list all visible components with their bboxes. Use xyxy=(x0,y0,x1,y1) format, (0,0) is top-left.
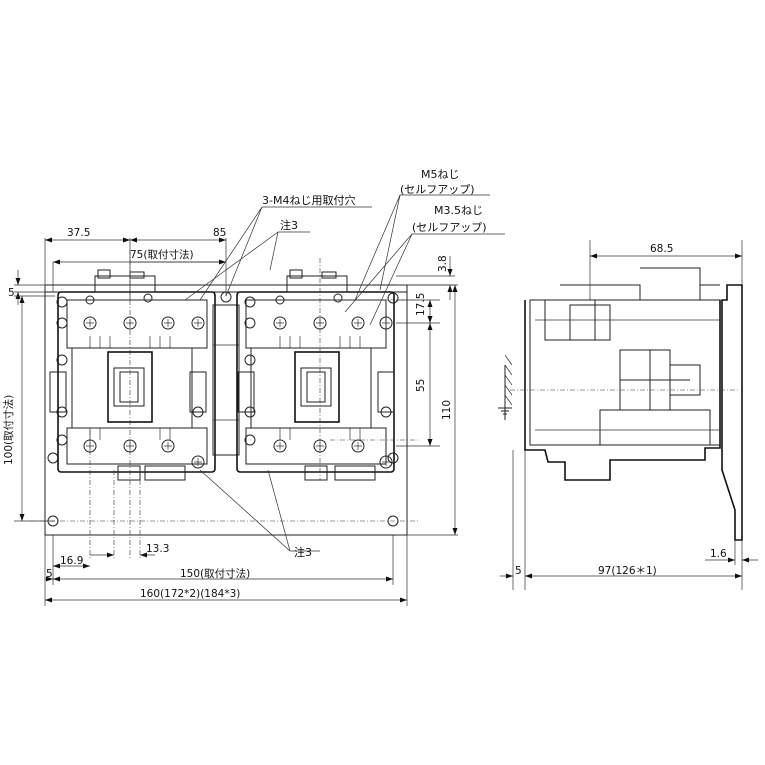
dim-97: 97(126＊1) xyxy=(598,565,657,577)
dim-1-6: 1.6 xyxy=(710,548,727,560)
interlock xyxy=(212,304,240,456)
label-m5-self-up: (セルフアップ) xyxy=(400,183,475,196)
label-m5-screw: M5ねじ xyxy=(421,168,460,181)
side-base-plate xyxy=(721,284,743,541)
contactor-right xyxy=(236,269,395,481)
dim-75: 75(取付寸法) xyxy=(130,248,194,261)
dim-5-side: 5 xyxy=(515,565,522,577)
side-view xyxy=(498,267,743,541)
side-dimensions xyxy=(500,240,758,590)
annotations: 37.5 85 75(取付寸法) 5 100(取付寸法) 3.8 17.5 55… xyxy=(2,168,727,600)
label-note3-top: 注3 xyxy=(280,218,298,232)
label-mount-holes: 3-M4ねじ用取付穴 xyxy=(262,193,355,207)
label-note3-bottom: 注3 xyxy=(294,545,312,559)
dim-16-9: 16.9 xyxy=(60,555,83,567)
dim-3-8: 3.8 xyxy=(437,255,449,272)
dim-160: 160(172*2)(184*3) xyxy=(140,588,240,600)
dim-68-5: 68.5 xyxy=(650,243,673,255)
dim-5-left: 5 xyxy=(8,287,15,299)
contactor-left xyxy=(49,269,216,481)
dim-100: 100(取付寸法) xyxy=(2,395,15,465)
label-m35-screw: M3.5ねじ xyxy=(434,204,483,217)
dim-110: 110 xyxy=(441,400,453,420)
dim-17-5: 17.5 xyxy=(415,293,427,316)
mount-hole-right xyxy=(387,452,399,464)
dim-85: 85 xyxy=(213,227,226,239)
dim-150: 150(取付寸法) xyxy=(180,567,250,580)
dim-55: 55 xyxy=(415,379,427,392)
front-dimensions xyxy=(14,194,505,606)
dim-5-bottom: 5 xyxy=(46,568,53,580)
front-view xyxy=(30,250,420,560)
label-m35-self-up: (セルフアップ) xyxy=(412,221,487,234)
dim-37-5: 37.5 xyxy=(67,227,90,239)
mount-hole-top-right xyxy=(387,292,399,304)
mount-hole-left xyxy=(47,452,59,464)
base-plate xyxy=(44,291,408,536)
dim-13-3: 13.3 xyxy=(146,543,169,555)
